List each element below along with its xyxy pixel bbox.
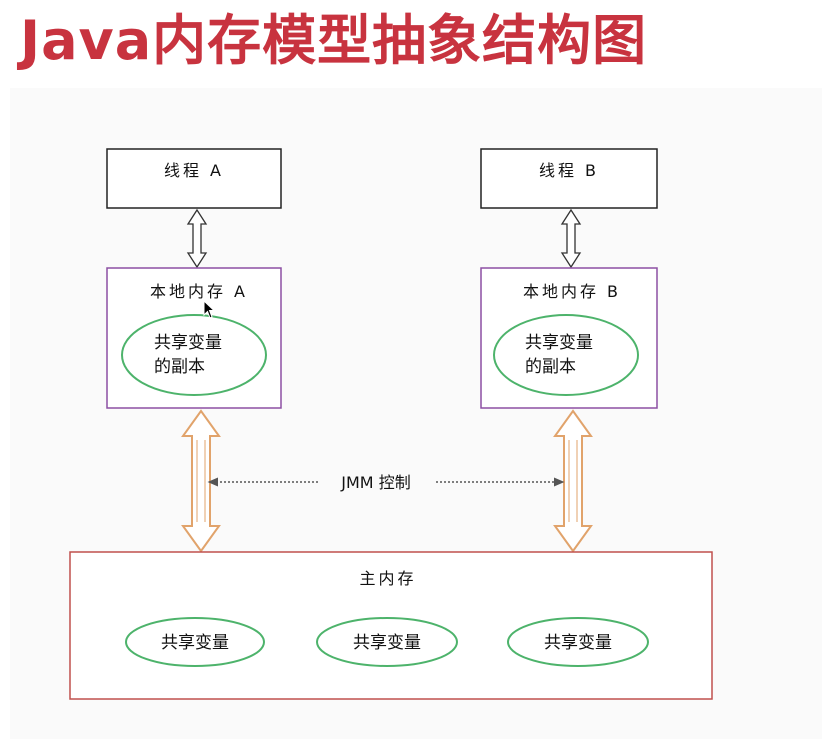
thread-a-box bbox=[106, 148, 282, 209]
thread-a-double-arrow bbox=[186, 208, 208, 269]
main-memory-label: 主内存 bbox=[359, 569, 416, 588]
local-memory-a-label: 本地内存 A bbox=[150, 282, 248, 301]
thread-a-label: 线程 A bbox=[164, 161, 224, 180]
mouse-cursor-icon bbox=[203, 300, 216, 319]
thread-b-label: 线程 B bbox=[539, 161, 599, 180]
page-title: Java内存模型抽象结构图 bbox=[20, 9, 648, 72]
local-memory-b-label: 本地内存 B bbox=[523, 282, 621, 301]
shared-var-ellipse-1 bbox=[125, 617, 265, 667]
shared-var-label-3: 共享变量 bbox=[544, 633, 612, 653]
local-b-copy-line2: 的副本 bbox=[525, 357, 576, 377]
thread-b-box bbox=[480, 148, 658, 209]
local-b-copy-line1: 共享变量 bbox=[525, 333, 593, 353]
local-a-copy-line2: 的副本 bbox=[154, 357, 205, 377]
thread-b-double-arrow bbox=[560, 208, 582, 269]
shared-var-ellipse-2 bbox=[316, 617, 458, 667]
shared-var-ellipse-3 bbox=[507, 617, 649, 667]
local-a-copy-line1: 共享变量 bbox=[154, 333, 222, 353]
local-b-main-double-arrow bbox=[553, 409, 593, 553]
local-a-main-double-arrow bbox=[181, 409, 221, 553]
jmm-label: JMM 控制 bbox=[340, 473, 410, 492]
shared-var-label-2: 共享变量 bbox=[353, 633, 421, 653]
shared-var-label-1: 共享变量 bbox=[161, 633, 229, 653]
local-a-copy-ellipse bbox=[121, 314, 267, 396]
local-b-copy-ellipse bbox=[493, 314, 639, 396]
